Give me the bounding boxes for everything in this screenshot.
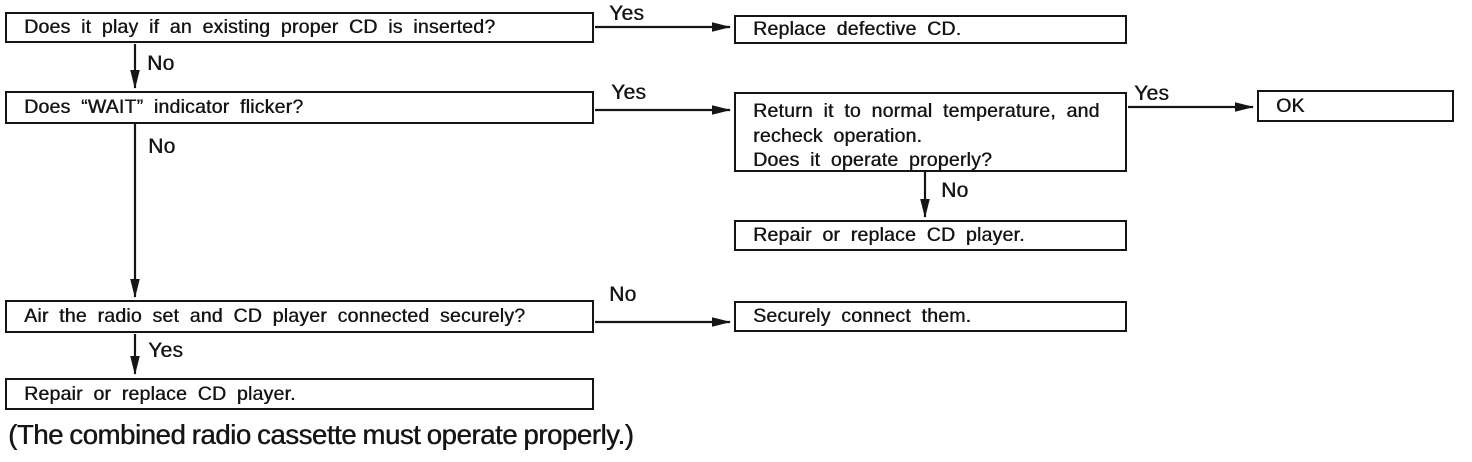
flowchart-footnote: (The combined radio cassette must operat…: [8, 419, 634, 450]
flow-node-ok: OK: [1257, 90, 1454, 122]
edge-label-temp-no: No: [941, 179, 969, 202]
flow-node-temperature-recheck: Return it to normal temperature, and rec…: [734, 92, 1127, 172]
edge-label-cdplay-yes: Yes: [609, 2, 645, 25]
flow-node-repair-cd-player-bottom: Repair or replace CD player.: [5, 378, 594, 410]
flow-node-cd-play-question: Does it play if an existing proper CD is…: [5, 12, 594, 43]
temperature-recheck-line2: Does it operate properly?: [753, 149, 992, 171]
flow-node-securely-connect: Securely connect them.: [734, 301, 1127, 332]
flow-node-replace-defective-cd: Replace defective CD.: [734, 15, 1127, 44]
flow-node-repair-cd-player-right: Repair or replace CD player.: [734, 220, 1127, 251]
flow-node-connected-securely-question: Air the radio set and CD player connecte…: [5, 300, 594, 333]
edge-label-wait-no: No: [148, 135, 176, 158]
edge-label-temp-yes: Yes: [1134, 82, 1170, 105]
edge-label-connected-no: No: [609, 283, 637, 306]
flow-node-wait-flicker-question: Does “WAIT” indicator flicker?: [5, 91, 594, 124]
edge-label-wait-yes: Yes: [611, 81, 647, 104]
edge-label-cdplay-no: No: [147, 52, 175, 75]
edge-label-connected-yes: Yes: [148, 339, 184, 362]
temperature-recheck-line1: Return it to normal temperature, and rec…: [753, 100, 1100, 147]
